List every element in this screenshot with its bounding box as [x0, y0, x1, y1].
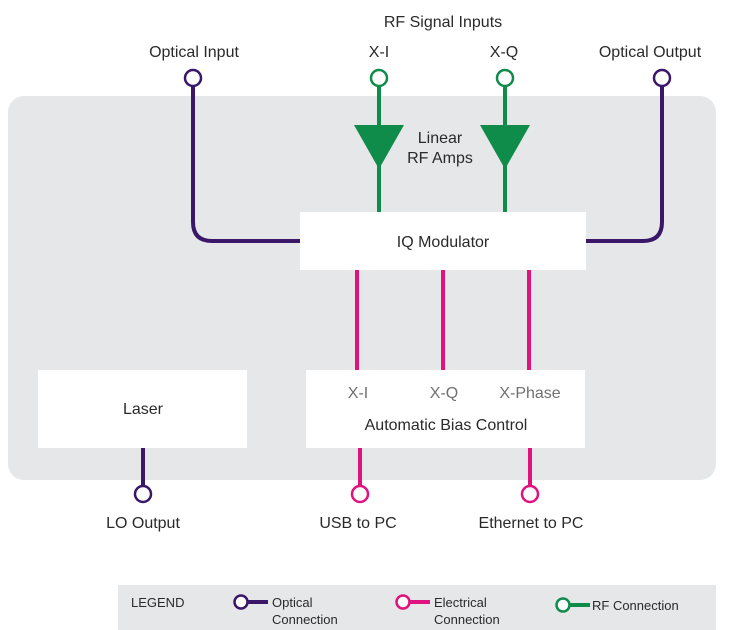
optical-output-line	[586, 86, 664, 243]
usb-to-pc-label: USB to PC	[319, 515, 396, 532]
bias-control-box	[306, 370, 585, 448]
legend-optical-label-line2: Connection	[272, 612, 338, 627]
abc-title-label: Automatic Bias Control	[365, 417, 528, 434]
rf-xq-connector-icon	[495, 68, 515, 88]
legend-title: LEGEND	[131, 595, 184, 610]
iq-modulator-label: IQ Modulator	[397, 234, 490, 251]
legend-optical-label-line1: Optical	[272, 595, 313, 610]
ethernet-to-pc-label: Ethernet to PC	[479, 515, 584, 532]
legend-rf-icon	[555, 597, 571, 613]
rf-amps-label-line2: RF Amps	[407, 150, 473, 167]
ethernet-connector-icon	[520, 484, 540, 504]
optical-input-line	[191, 86, 300, 243]
abc-xphase-label: X-Phase	[499, 385, 560, 402]
optical-output-connector-icon	[652, 68, 672, 88]
iq-modulator-box	[300, 212, 586, 270]
usb-connector-icon	[350, 484, 370, 504]
rf-amps-label-line1: Linear	[418, 130, 463, 147]
optical-output-label: Optical Output	[599, 44, 702, 61]
rf-amp-xi-triangle	[354, 125, 404, 169]
rf-xq-label: X-Q	[490, 44, 518, 61]
legend-electrical-icon	[395, 594, 411, 610]
legend-rf-label: RF Connection	[592, 598, 679, 613]
legend-electrical-label-line1: Electrical	[434, 595, 487, 610]
legend: LEGEND Optical Connection Electrical Con…	[118, 585, 716, 630]
rf-signal-inputs-label: RF Signal Inputs	[384, 14, 502, 31]
laser-box	[38, 370, 247, 448]
laser-label: Laser	[123, 401, 164, 418]
optical-input-connector-icon	[183, 68, 203, 88]
legend-optical-icon	[233, 594, 249, 610]
abc-xi-label: X-I	[348, 385, 368, 402]
legend-background	[118, 585, 716, 630]
rf-amp-xq-triangle	[480, 125, 530, 169]
abc-xq-label: X-Q	[430, 385, 458, 402]
rf-xi-label: X-I	[369, 44, 389, 61]
lo-output-connector-icon	[133, 484, 153, 504]
rf-xi-connector-icon	[369, 68, 389, 88]
lo-output-label: LO Output	[106, 515, 180, 532]
optical-input-label: Optical Input	[149, 44, 239, 61]
legend-electrical-label-line2: Connection	[434, 612, 500, 627]
